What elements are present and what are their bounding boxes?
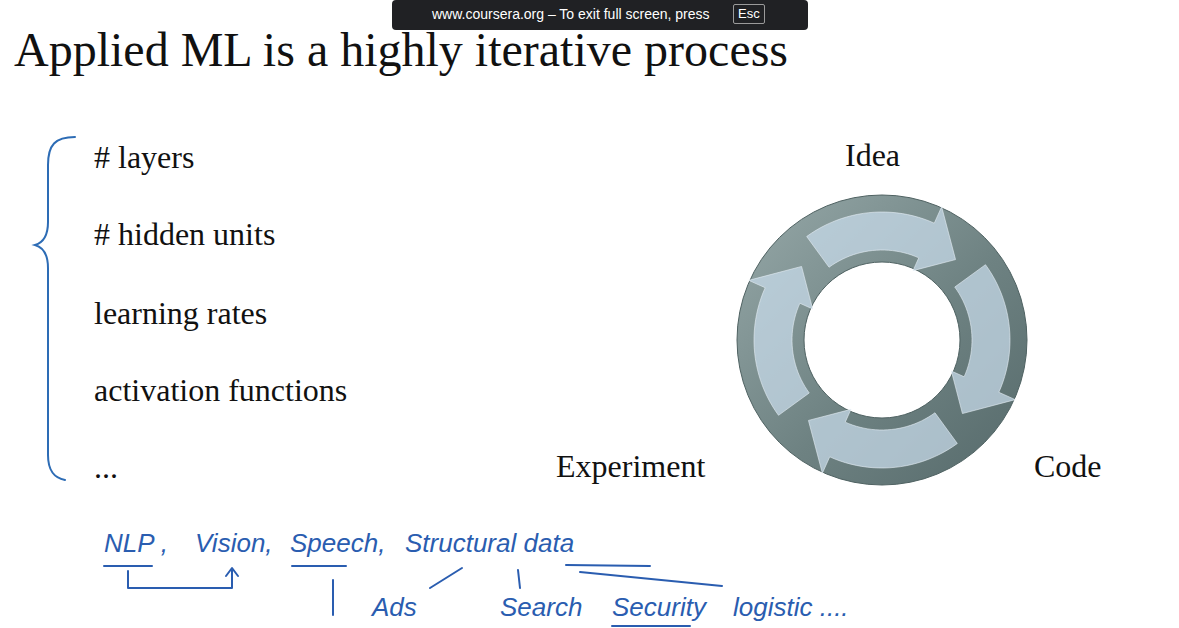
- handwritten-note: NLP ,: [104, 528, 168, 559]
- branch-line: [580, 572, 722, 586]
- underline: [612, 625, 690, 627]
- cycle-label: Idea: [845, 136, 900, 174]
- handwritten-note: Ads: [372, 592, 417, 623]
- underline: [566, 565, 650, 566]
- handwritten-note: Search: [500, 592, 582, 623]
- branch-bar: [332, 580, 334, 615]
- branch-line: [430, 568, 462, 588]
- list-item: # layers: [94, 138, 194, 176]
- list-item: # hidden units: [94, 215, 275, 253]
- cycle-label: Experiment: [556, 447, 705, 485]
- list-item: ...: [94, 448, 118, 486]
- list-item: activation functions: [94, 371, 347, 409]
- slide-title: Applied ML is a highly iterative process: [14, 24, 788, 77]
- curly-bracket: [35, 137, 75, 480]
- handwritten-note: Structural data: [405, 528, 574, 559]
- browser-notice: www.coursera.org – To exit full screen, …: [432, 6, 710, 23]
- arrow-caret: [226, 568, 238, 576]
- cycle-ring: [737, 195, 1027, 485]
- handwritten-note: Vision,: [195, 528, 273, 559]
- cycle-illustration: [737, 195, 1027, 485]
- bracket-arrow: [128, 570, 232, 588]
- underline: [292, 565, 346, 567]
- cycle-arrow: [808, 409, 957, 473]
- handwritten-note: Security: [612, 592, 706, 623]
- cycle-label: Code: [1034, 447, 1102, 485]
- handwritten-marks: [104, 565, 722, 626]
- handwritten-note: logistic ....: [733, 592, 849, 623]
- underline: [104, 565, 152, 567]
- cycle-arrow: [807, 207, 956, 271]
- branch-line: [518, 570, 520, 588]
- handwritten-note: Speech,: [290, 528, 385, 559]
- key-label: Esc: [733, 4, 765, 24]
- list-item: learning rates: [94, 294, 267, 332]
- cycle-arrow: [951, 265, 1015, 414]
- cycle-arrow: [749, 266, 813, 415]
